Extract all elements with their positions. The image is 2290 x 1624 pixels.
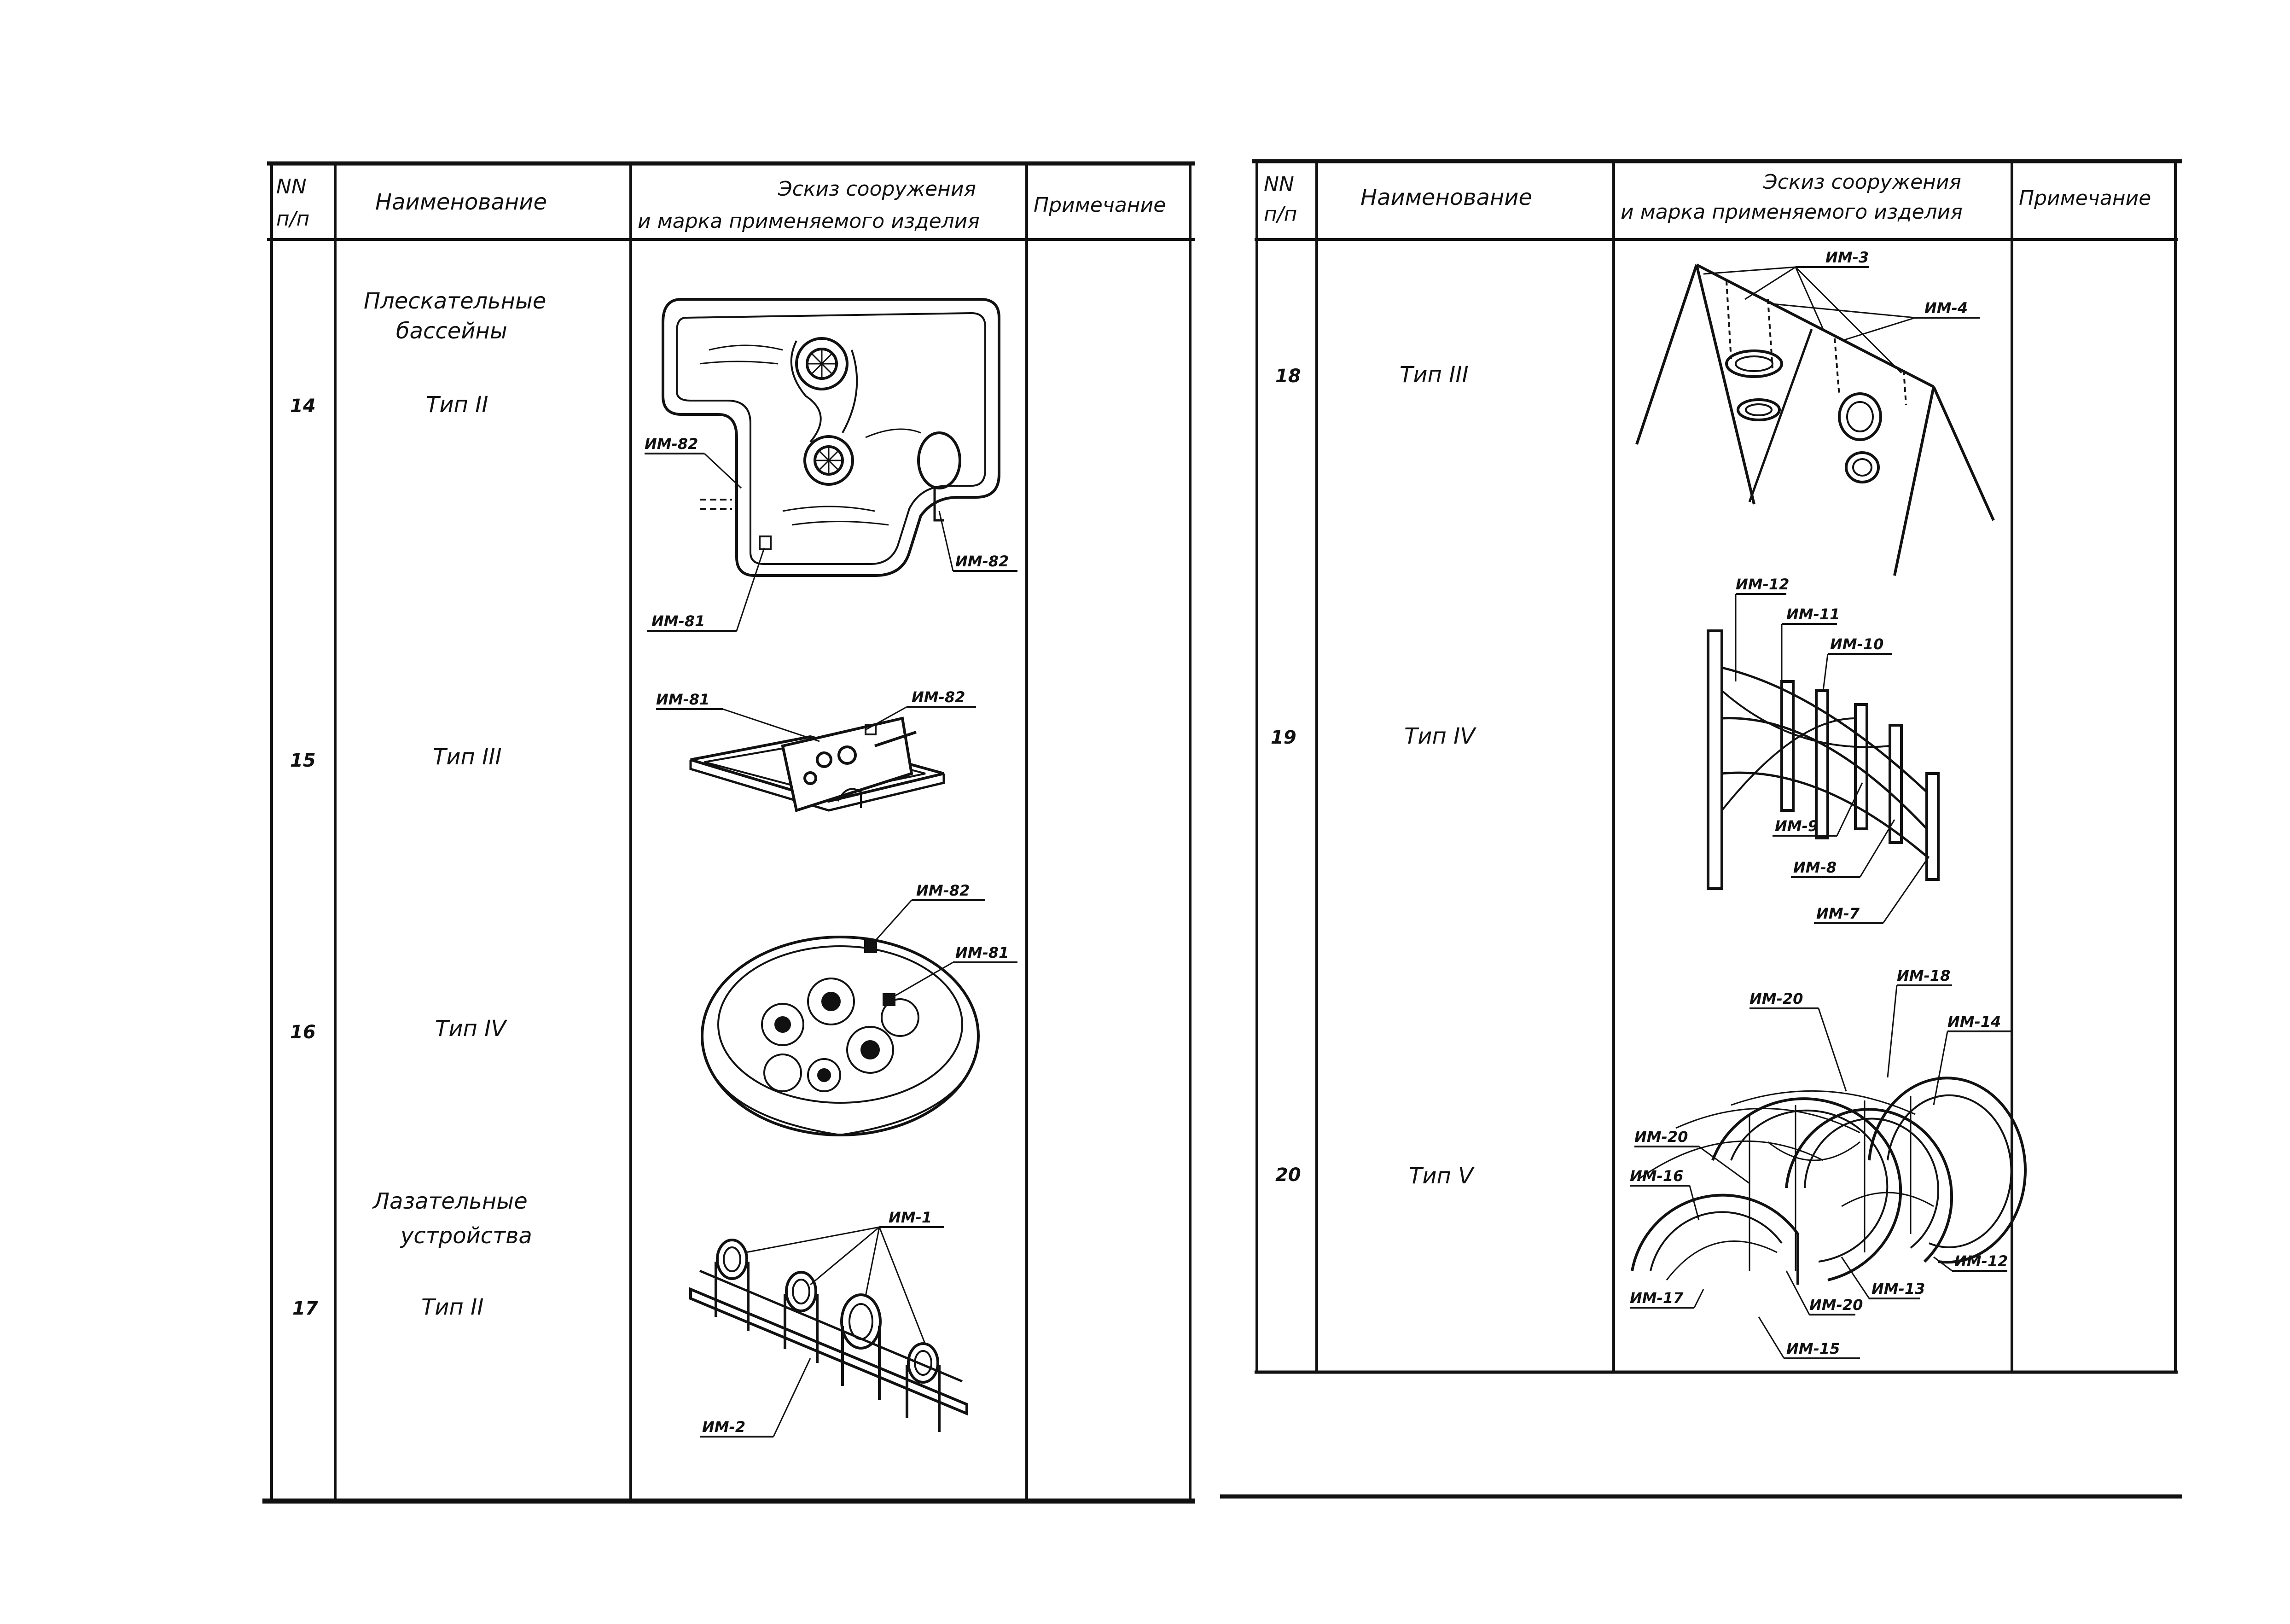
- label-im9: ИМ-9: [1775, 817, 1818, 835]
- row-18-number: 18: [1275, 366, 1301, 387]
- row-15-type: Тип III: [433, 744, 502, 770]
- row-16-number: 16: [290, 1022, 316, 1043]
- group-title-climbers-1: Лазательные: [372, 1188, 528, 1214]
- row-17-number: 17: [292, 1298, 318, 1319]
- swing-sketch: [1635, 263, 1995, 576]
- label-im20-c: ИМ-20: [1809, 1296, 1863, 1314]
- row-20-number: 20: [1275, 1164, 1301, 1186]
- label-im12-a: ИМ-12: [1736, 576, 1789, 593]
- label-im13: ИМ-13: [1872, 1280, 1925, 1298]
- row-19-type: Тип IV: [1404, 723, 1476, 749]
- left-header-name: Наименование: [375, 189, 547, 215]
- row-14-number: 14: [290, 396, 316, 417]
- label-im82-c: ИМ-82: [912, 688, 965, 706]
- label-im17: ИМ-17: [1630, 1289, 1684, 1307]
- row-16-type: Тип IV: [435, 1016, 507, 1042]
- climber-sketch: [689, 1226, 968, 1438]
- group-title-pools-2: бассейны: [396, 318, 507, 344]
- right-header-note: Примечание: [2019, 186, 2151, 210]
- row-18-type: Тип III: [1400, 362, 1469, 388]
- row-19-number: 19: [1271, 727, 1296, 748]
- row-14-type: Тип II: [426, 392, 488, 418]
- pool-sketch: [701, 899, 1017, 1136]
- left-header-sketch-1: Эскиз сооружения: [778, 177, 976, 201]
- label-im81-a: ИМ-81: [651, 612, 705, 630]
- row-15-number: 15: [290, 750, 316, 771]
- left-header-pp: п/п: [276, 207, 309, 231]
- label-im82-b: ИМ-82: [955, 553, 1009, 570]
- label-im4: ИМ-4: [1924, 299, 1968, 317]
- label-im3: ИМ-3: [1825, 249, 1869, 266]
- climber-sketch: [1707, 593, 1940, 924]
- right-header-name: Наименование: [1360, 185, 1532, 210]
- right-table: [1220, 159, 2182, 1499]
- right-header-nn: NN: [1264, 173, 1294, 196]
- tunnel-sketch: [1630, 984, 2027, 1359]
- pool-sketch: [656, 706, 976, 812]
- label-im8: ИМ-8: [1793, 859, 1837, 876]
- group-title-pools-1: Плескательные: [364, 288, 546, 314]
- left-header-note: Примечание: [1034, 193, 1166, 217]
- label-im18: ИМ-18: [1897, 967, 1950, 984]
- left-header-sketch-2: и марка применяемого изделия: [638, 210, 980, 233]
- label-im11: ИМ-11: [1786, 605, 1840, 623]
- label-im12-b: ИМ-12: [1954, 1252, 2008, 1270]
- left-table: [262, 161, 1195, 1504]
- label-im1: ИМ-1: [889, 1209, 932, 1226]
- label-im81-c: ИМ-81: [955, 944, 1009, 961]
- label-im82-d: ИМ-82: [916, 882, 970, 899]
- pool-sketch: [645, 298, 1017, 632]
- label-im7: ИМ-7: [1816, 905, 1860, 922]
- label-im81-b: ИМ-81: [656, 691, 709, 708]
- right-header-sketch-1: Эскиз сооружения: [1763, 170, 1961, 194]
- left-header-nn: NN: [276, 175, 307, 198]
- label-im15: ИМ-15: [1786, 1340, 1840, 1357]
- label-im2: ИМ-2: [702, 1418, 745, 1436]
- right-header-sketch-2: и марка применяемого изделия: [1621, 200, 1963, 224]
- label-im10: ИМ-10: [1830, 635, 1883, 653]
- label-im14: ИМ-14: [1947, 1013, 2001, 1030]
- label-im20-b: ИМ-20: [1634, 1128, 1688, 1146]
- row-20-type: Тип V: [1409, 1163, 1475, 1189]
- row-17-type: Тип II: [421, 1294, 483, 1320]
- label-im20-a: ИМ-20: [1749, 990, 1803, 1007]
- right-header-pp: п/п: [1264, 203, 1297, 226]
- group-title-climbers-2: устройства: [400, 1223, 532, 1249]
- label-im16: ИМ-16: [1630, 1167, 1683, 1185]
- label-im82-a: ИМ-82: [645, 435, 698, 453]
